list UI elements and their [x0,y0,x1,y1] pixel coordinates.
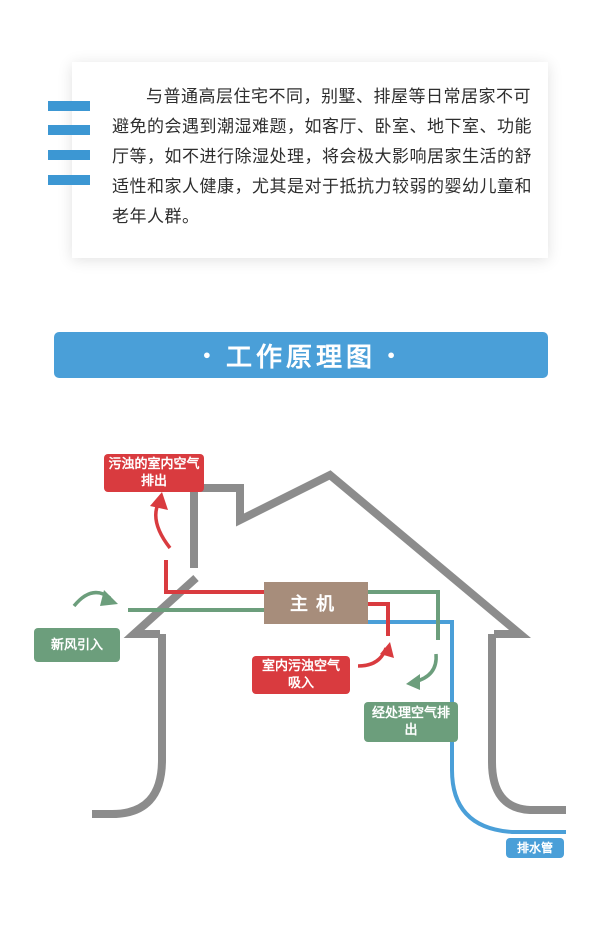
fresh-air-duct [128,590,440,640]
section-title: 工作原理图 [225,342,376,373]
main-unit-box: 主机 [264,582,368,624]
intro-paragraph: 与普通高层住宅不同，别墅、排屋等日常居家不可避免的会遇到潮湿难题，如客厅、卧室、… [112,87,532,227]
drain-pipe-label: 排水管 [506,838,564,858]
exhaust-arrow-icon [150,492,172,550]
dirty-air-exhaust-label: 污浊的室内空气排出 [104,454,204,492]
intro-card [72,62,548,258]
treated-air-exhaust-label: 经处理空气排出 [364,702,458,742]
decorative-bar [48,175,90,185]
house-outline [92,470,566,818]
dirty-air-duct [164,560,390,636]
indoor-intake-arrow-icon [357,642,394,668]
drain-pipe [368,620,566,834]
decorative-bar [48,101,90,111]
decorative-bar [48,150,90,160]
treated-exhaust-arrow-icon [406,653,438,690]
section-title-banner: • 工作原理图 • [54,332,548,378]
bullet-dot: • [386,345,401,365]
indoor-air-intake-label: 室内污浊空气吸入 [252,656,350,694]
intake-arrow-icon [72,590,118,608]
fresh-air-intake-label: 新风引入 [34,628,120,662]
decorative-bar [48,125,90,135]
bullet-dot: • [201,345,216,365]
